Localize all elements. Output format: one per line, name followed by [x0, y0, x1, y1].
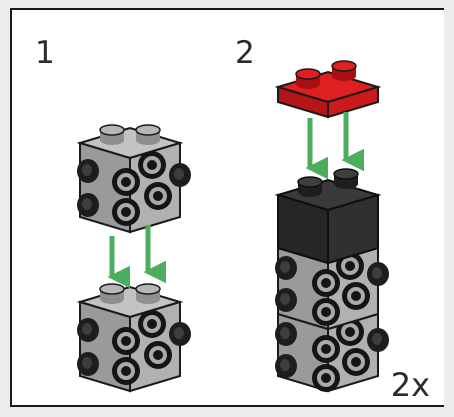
step2-middle-brick	[275, 246, 389, 331]
step2-red-plate	[274, 60, 382, 119]
step-2-number: 2	[235, 35, 255, 71]
step2-bottom-brick	[275, 312, 389, 393]
step2-top-dark-brick	[274, 168, 382, 265]
quantity-multiplier: 2x	[390, 366, 430, 404]
step1-lower-brick	[76, 283, 191, 393]
instruction-frame	[10, 8, 444, 407]
step1-upper-brick	[76, 124, 191, 234]
step-1-number: 1	[35, 35, 55, 71]
